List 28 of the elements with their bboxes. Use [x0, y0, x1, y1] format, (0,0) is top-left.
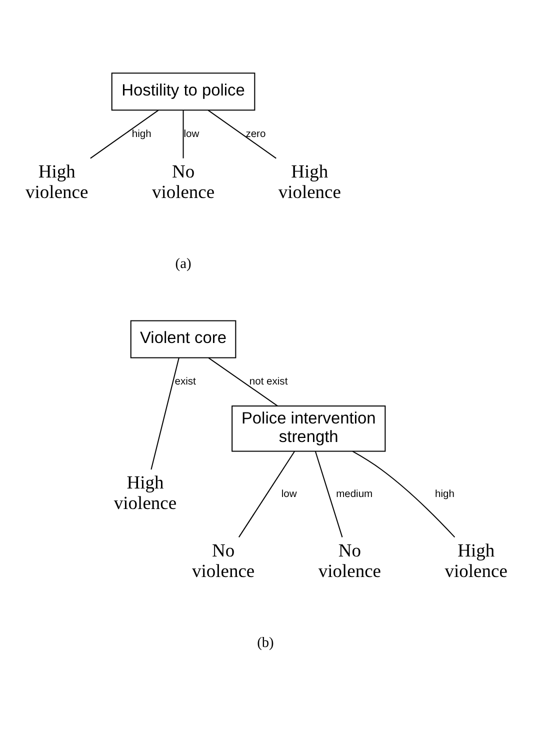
edge-label: high — [435, 488, 454, 500]
edge-label: exist — [174, 376, 196, 388]
connector — [238, 451, 295, 538]
edge-label: low — [281, 488, 297, 500]
label: (b) — [257, 635, 274, 652]
label: (a) — [175, 256, 192, 272]
connector — [208, 358, 278, 406]
edge-label: high — [132, 128, 152, 140]
node-text: High violence — [444, 540, 508, 582]
edge-label: zero — [246, 128, 266, 140]
edge-label: not exist — [249, 376, 288, 388]
connector — [208, 110, 276, 159]
node-text: High violence — [26, 161, 88, 202]
node-text: High violence — [114, 472, 177, 514]
node-box: Violent core — [130, 320, 236, 358]
node-box: Police intervention strength — [232, 406, 386, 452]
connector — [352, 450, 456, 538]
connector — [314, 451, 343, 538]
connector — [182, 110, 184, 158]
connector — [150, 358, 180, 470]
connector — [90, 110, 159, 159]
node-text: High violence — [278, 161, 341, 202]
edge-label: low — [184, 128, 200, 140]
node-text: No violence — [192, 540, 255, 582]
edge-label: medium — [336, 488, 373, 500]
node-text: No violence — [152, 161, 215, 202]
node-text: No violence — [318, 540, 382, 582]
node-box: Hostility to police — [111, 72, 256, 111]
